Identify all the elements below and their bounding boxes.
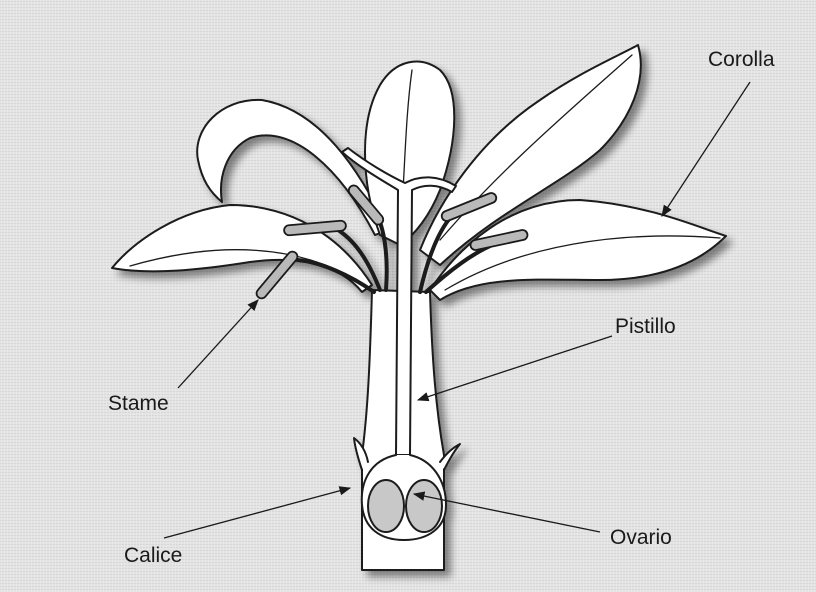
label-ovario: Ovario: [610, 526, 672, 549]
label-stame: Stame: [108, 392, 169, 415]
ovule-left: [368, 480, 404, 532]
label-pistillo: Pistillo: [615, 315, 676, 338]
label-calice: Calice: [124, 544, 182, 567]
label-corolla: Corolla: [708, 48, 775, 71]
ovule-right: [406, 480, 442, 532]
